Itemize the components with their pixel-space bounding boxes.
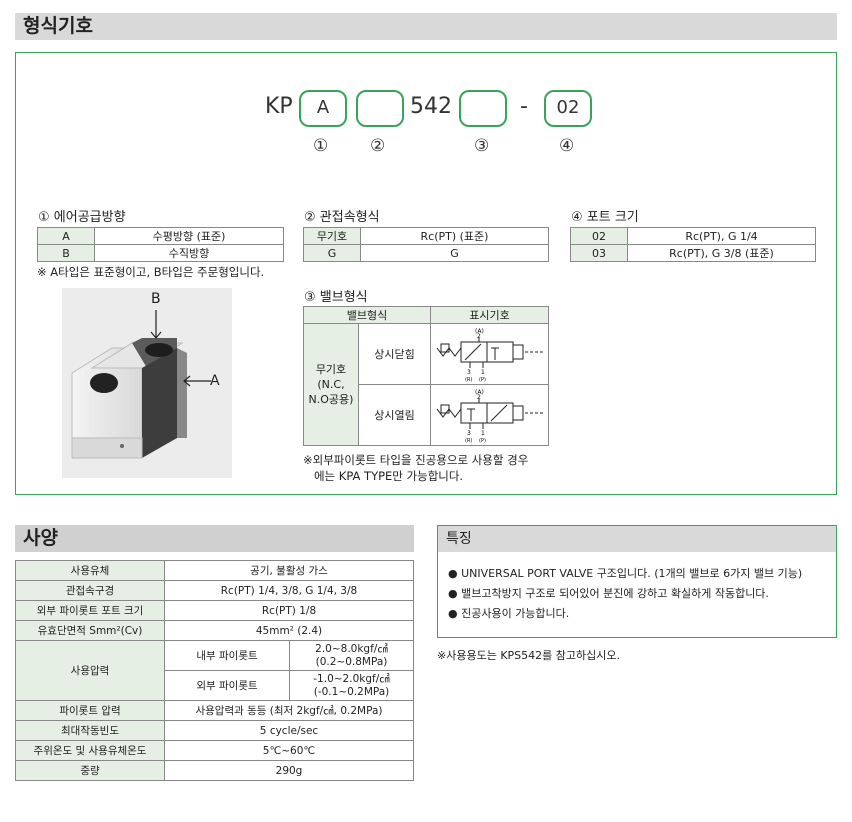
air-desc-b: 수직방향	[94, 244, 284, 262]
air-supply-note: ※ A타입은 표준형이고, B타입은 주문형입니다.	[37, 265, 265, 279]
sym-no-r: (R)	[465, 438, 472, 444]
port-desc-2: Rc(PT), G 3/8 (표준)	[627, 244, 816, 262]
spec-table: 사용유체 공기, 불활성 가스 관접속구경 Rc(PT) 1/4, 3/8, G…	[15, 560, 414, 781]
pipe-desc-2: G	[360, 244, 549, 262]
pipe-title: ② 관접속형식	[304, 210, 380, 225]
spec-pressure-label: 사용압력	[15, 640, 165, 701]
valve-row-nc: 상시닫힘	[358, 323, 431, 385]
arrow-b-icon	[150, 310, 162, 339]
feature-item-3: ● 진공사용이 가능합니다.	[448, 607, 570, 620]
spec-value: 290g	[164, 760, 414, 781]
code-box-3	[459, 90, 507, 127]
code-dash: -	[520, 94, 528, 119]
port-desc-1: Rc(PT), G 1/4	[627, 227, 816, 245]
sym-nc-a: (A)	[475, 328, 484, 335]
valve-symbol-no-cell	[430, 384, 549, 446]
valve-row-no: 상시열림	[358, 384, 431, 446]
spec-label: 파이롯트 압력	[15, 700, 165, 721]
spec-label: 유효단면적 Smm²(Cv)	[15, 620, 165, 641]
spec-internal-label: 내부 파이롯트	[164, 640, 290, 671]
port-table: 02 Rc(PT), G 1/4 03 Rc(PT), G 3/8 (표준)	[570, 227, 816, 262]
feature-item-2: ● 밸브고착방지 구조로 되어있어 분진에 강하고 확실하게 작동합니다.	[448, 587, 769, 600]
features-note: ※사용용도는 KPS542를 참고하십시오.	[437, 649, 620, 662]
sym-nc-2: 2	[477, 333, 481, 340]
valve-col-type: 밸브형식	[303, 306, 431, 324]
sym-no-2: 2	[477, 394, 481, 401]
code-box-4: 02	[544, 90, 592, 127]
valve-title: ③ 밸브형식	[304, 290, 368, 305]
sym-no-1: 1	[481, 430, 485, 437]
air-desc-a: 수평방향 (표준)	[94, 227, 284, 245]
pipe-table: 무기호 Rc(PT) (표준) G G	[303, 227, 549, 262]
valve-body-illustration	[62, 288, 232, 478]
marker-1: ①	[313, 136, 329, 156]
spec-label: 외부 파이롯트 포트 크기	[15, 600, 165, 621]
spec-external-label: 외부 파이롯트	[164, 670, 290, 701]
code-middle: 542	[410, 94, 452, 119]
model-frame	[15, 52, 837, 495]
sym-nc-r: (R)	[465, 377, 472, 383]
air-code-b: B	[37, 244, 95, 262]
features-title: 특징	[438, 526, 836, 552]
arrow-a-icon	[183, 375, 211, 387]
spec-label: 관접속구경	[15, 580, 165, 601]
pipe-code-2: G	[303, 244, 361, 262]
spec-label: 최대작동빈도	[15, 720, 165, 741]
spec-value: 공기, 불활성 가스	[164, 560, 414, 581]
spec-value: 5 cycle/sec	[164, 720, 414, 741]
valve-symbol-no-icon: (A) 2 3 1 (R) (P)	[436, 389, 543, 444]
code-box-2	[356, 90, 404, 127]
spec-value: Rc(PT) 1/8	[164, 600, 414, 621]
valve-note: ※외부파이롯트 타입을 진공용으로 사용할 경우 에는 KPA TYPE만 가능…	[303, 453, 529, 483]
code-prefix: KP	[265, 94, 293, 119]
sym-no-p: (P)	[479, 438, 486, 444]
code-box-1: A	[299, 90, 347, 127]
port-code-2: 03	[570, 244, 628, 262]
pipe-code-1: 무기호	[303, 227, 361, 245]
sym-nc-p: (P)	[479, 377, 486, 383]
sym-nc-3: 3	[467, 369, 471, 376]
sym-no-3: 3	[467, 430, 471, 437]
valve-symbol-nc-cell	[430, 323, 549, 385]
marker-3: ③	[474, 136, 490, 156]
spec-value: 5℃~60℃	[164, 740, 414, 761]
model-section-header: 형식기호	[15, 13, 837, 40]
air-supply-table: A 수평방향 (표준) B 수직방향	[37, 227, 284, 262]
valve-col-symbol: 표시기호	[430, 306, 549, 324]
marker-4: ④	[559, 136, 575, 156]
air-supply-title: ① 에어공급방향	[38, 210, 126, 225]
air-code-a: A	[37, 227, 95, 245]
spec-value: Rc(PT) 1/4, 3/8, G 1/4, 3/8	[164, 580, 414, 601]
port-code-1: 02	[570, 227, 628, 245]
feature-item-1: ● UNIVERSAL PORT VALVE 구조입니다. (1개의 밸브로 6…	[448, 567, 803, 580]
spec-label: 사용유체	[15, 560, 165, 581]
spec-header: 사양	[15, 525, 414, 552]
valve-symbol-nc-icon: (A) 2 3 1 (R) (P)	[436, 328, 543, 383]
pipe-desc-1: Rc(PT) (표준)	[360, 227, 549, 245]
spec-value: 사용압력과 동등 (최저 2kgf/㎠, 0.2MPa)	[164, 700, 414, 721]
spec-external-value: -1.0~2.0kgf/㎠ (-0.1~0.2MPa)	[289, 670, 414, 701]
spec-value: 45mm² (2.4)	[164, 620, 414, 641]
valve-group: 무기호 (N.C, N.O공용)	[303, 323, 359, 446]
sym-no-a: (A)	[475, 389, 484, 396]
marker-2: ②	[370, 136, 386, 156]
valve-table: 밸브형식 표시기호 무기호 (N.C, N.O공용) 상시닫힘 상시열림	[303, 306, 549, 446]
spec-label: 중량	[15, 760, 165, 781]
arrow-a-label: A	[210, 373, 220, 389]
spec-label: 주위온도 및 사용유체온도	[15, 740, 165, 761]
features-box	[437, 525, 837, 638]
spec-internal-value: 2.0~8.0kgf/㎠ (0.2~0.8MPa)	[289, 640, 414, 671]
sym-nc-1: 1	[481, 369, 485, 376]
port-title: ④ 포트 크기	[571, 210, 639, 225]
arrow-b-label: B	[151, 291, 161, 307]
